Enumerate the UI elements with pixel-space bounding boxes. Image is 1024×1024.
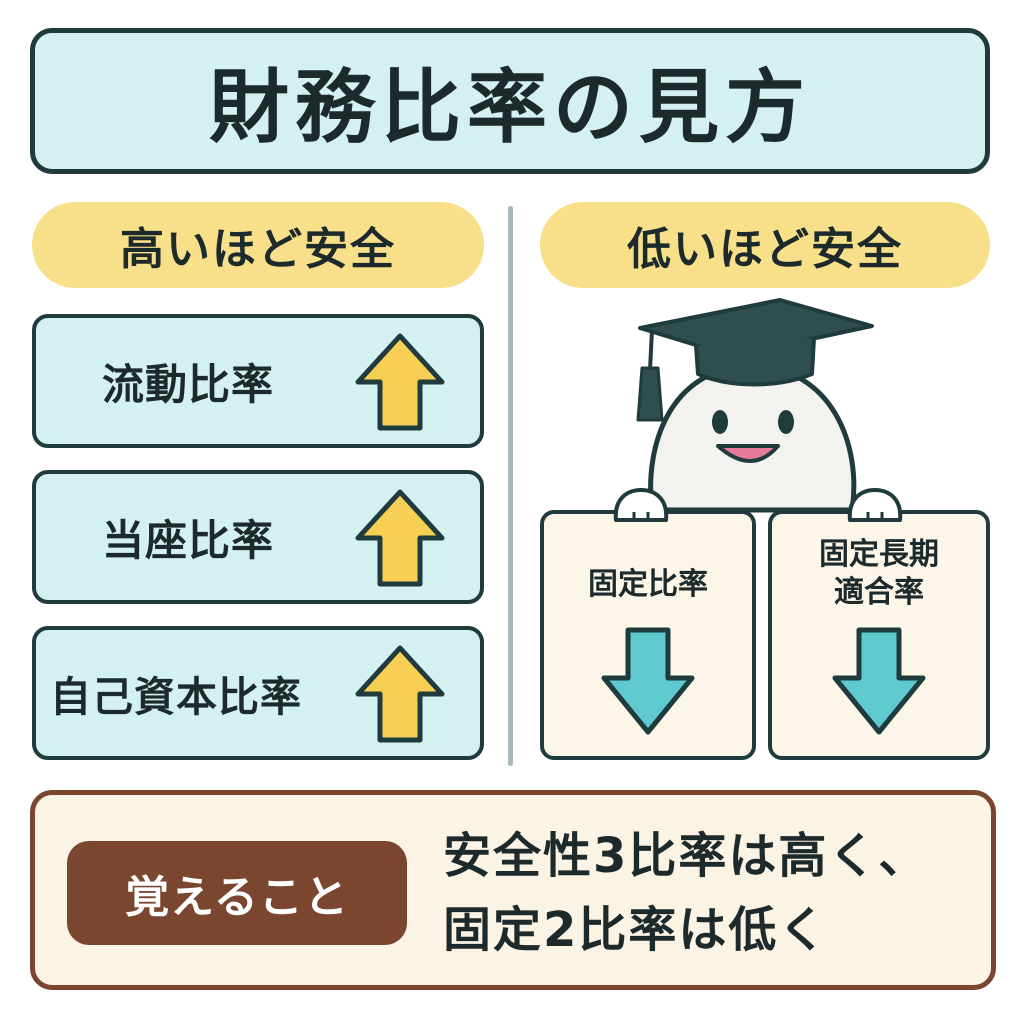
ratio-label-line: 固定長期 xyxy=(819,537,939,572)
memo-badge: 覚えること xyxy=(67,841,407,945)
up-arrow-icon xyxy=(355,333,445,431)
ratio-card-quick: 当座比率 xyxy=(32,470,484,604)
memo-line: 安全性3比率は高く、 xyxy=(443,828,929,884)
memo-panel: 覚えること 安全性3比率は高く、 固定2比率は低く xyxy=(30,790,996,990)
ratio-label-line: 固定比率 xyxy=(588,567,708,602)
ratio-label: 固定長期 適合率 xyxy=(776,536,982,612)
ratio-label-line: 適合率 xyxy=(834,575,924,610)
low-safe-header: 低いほど安全 xyxy=(540,202,990,288)
high-safe-header: 高いほど安全 xyxy=(32,202,484,288)
up-arrow-icon xyxy=(355,645,445,743)
memo-text: 安全性3比率は高く、 固定2比率は低く xyxy=(443,819,975,967)
memo-line: 固定2比率は低く xyxy=(443,902,829,958)
ratio-label: 固定比率 xyxy=(548,566,748,604)
title-banner: 財務比率の見方 xyxy=(30,28,990,174)
ratio-label: 自己資本比率 xyxy=(50,673,302,721)
ratio-label: 流動比率 xyxy=(101,359,274,409)
down-arrow-icon xyxy=(832,627,926,735)
ratio-label: 当座比率 xyxy=(101,515,274,565)
ratio-card-fixed-long-term: 固定長期 適合率 xyxy=(768,510,990,760)
paw-icon xyxy=(613,488,669,522)
mascot-graduate-icon xyxy=(636,298,874,513)
down-arrow-icon xyxy=(601,627,695,735)
page-title: 財務比率の見方 xyxy=(209,61,811,154)
ratio-card-current: 流動比率 xyxy=(32,314,484,448)
ratio-card-equity: 自己資本比率 xyxy=(32,626,484,760)
ratio-card-fixed: 固定比率 xyxy=(540,510,756,760)
section-divider xyxy=(508,206,513,766)
up-arrow-icon xyxy=(355,489,445,587)
paw-icon xyxy=(847,488,903,522)
